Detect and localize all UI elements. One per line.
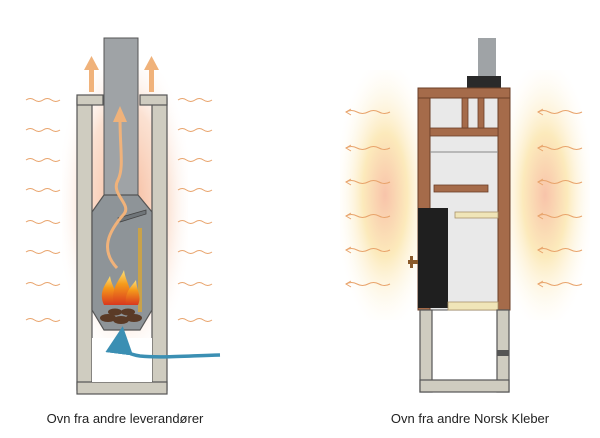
heat-wave-line: [177, 98, 213, 102]
lower-stone-base: [419, 379, 510, 393]
heat-wave-line: [537, 180, 583, 184]
heat-wave-line: [25, 128, 61, 132]
heat-wave-line: [25, 318, 61, 322]
glass-panel: [138, 228, 142, 312]
heat-arrow-up-icon: [84, 56, 159, 92]
base-stone: [76, 381, 168, 395]
right-stone-wall: [151, 97, 168, 391]
baffle-post-right: [477, 97, 485, 129]
baffle-post-left: [461, 97, 469, 129]
heat-wave-line: [345, 110, 391, 114]
heat-wave-arrowhead: [537, 144, 544, 152]
heat-wave-arrowhead: [345, 246, 352, 254]
logs: [100, 308, 142, 324]
heat-wave-line: [345, 282, 391, 286]
heat-wave-line: [25, 220, 61, 224]
heat-wave-line: [25, 98, 61, 102]
caption-right: Ovn fra andre Norsk Kleber: [390, 411, 550, 426]
baffle-middle: [433, 184, 489, 193]
heat-wave-line: [537, 214, 583, 218]
heat-wave-line: [537, 146, 583, 150]
heat-wave-line: [25, 250, 61, 254]
lower-bracket: [497, 350, 509, 356]
heat-wave-arrowhead: [537, 246, 544, 254]
heat-wave-line: [25, 282, 61, 286]
heat-wave-arrowhead: [537, 178, 544, 186]
heat-wave-line: [177, 250, 213, 254]
flame-icon: [101, 270, 140, 305]
heat-wave-line: [537, 110, 583, 114]
heat-wave-line: [345, 214, 391, 218]
heat-wave-line: [177, 158, 213, 162]
heat-wave-line: [177, 282, 213, 286]
heat-wave-line: [25, 158, 61, 162]
heat-wave-line: [537, 282, 583, 286]
heat-arrow-up-icon: [113, 106, 127, 122]
heat-wave-line: [177, 318, 213, 322]
warm-glow-right: [500, 70, 590, 320]
heat-wave-line: [177, 220, 213, 224]
heat-wave-arrowhead: [345, 108, 352, 116]
warm-glow-left: [340, 70, 430, 320]
airflow-arrow-icon: [105, 326, 221, 359]
heat-wave-arrowhead: [537, 108, 544, 116]
heat-wave-line: [537, 248, 583, 252]
left-stone-wall: [76, 97, 93, 391]
right-stove: [340, 38, 590, 393]
top-stone-left: [76, 94, 104, 106]
heat-wave-icon: [25, 98, 213, 322]
heat-wave-arrowhead: [345, 280, 352, 288]
heat-wave-arrowhead: [345, 212, 352, 220]
heat-wave-line: [345, 146, 391, 150]
baffle-lower: [454, 211, 499, 219]
baffle-top: [429, 127, 499, 137]
heat-wave-arrowhead: [537, 212, 544, 220]
heat-wave-line: [345, 180, 391, 184]
heat-wave-line: [177, 188, 213, 192]
brick-right-wall: [497, 87, 511, 311]
heat-wave-arrowhead: [345, 144, 352, 152]
firebox-floor: [447, 301, 499, 311]
caption-left: Ovn fra andre leverandører: [46, 411, 204, 426]
heat-wave-arrowhead: [537, 280, 544, 288]
left-stove: [25, 37, 221, 395]
heat-wave-line: [345, 248, 391, 252]
top-stone-right: [139, 94, 168, 106]
brick-top: [417, 87, 511, 99]
flue-pipe: [478, 38, 496, 78]
heat-wave-arrowhead: [345, 178, 352, 186]
heat-wave-line: [25, 188, 61, 192]
stove-door: [418, 208, 448, 308]
heat-wave-icon: [345, 108, 583, 288]
heat-wave-line: [177, 128, 213, 132]
gas-path: [106, 117, 128, 270]
